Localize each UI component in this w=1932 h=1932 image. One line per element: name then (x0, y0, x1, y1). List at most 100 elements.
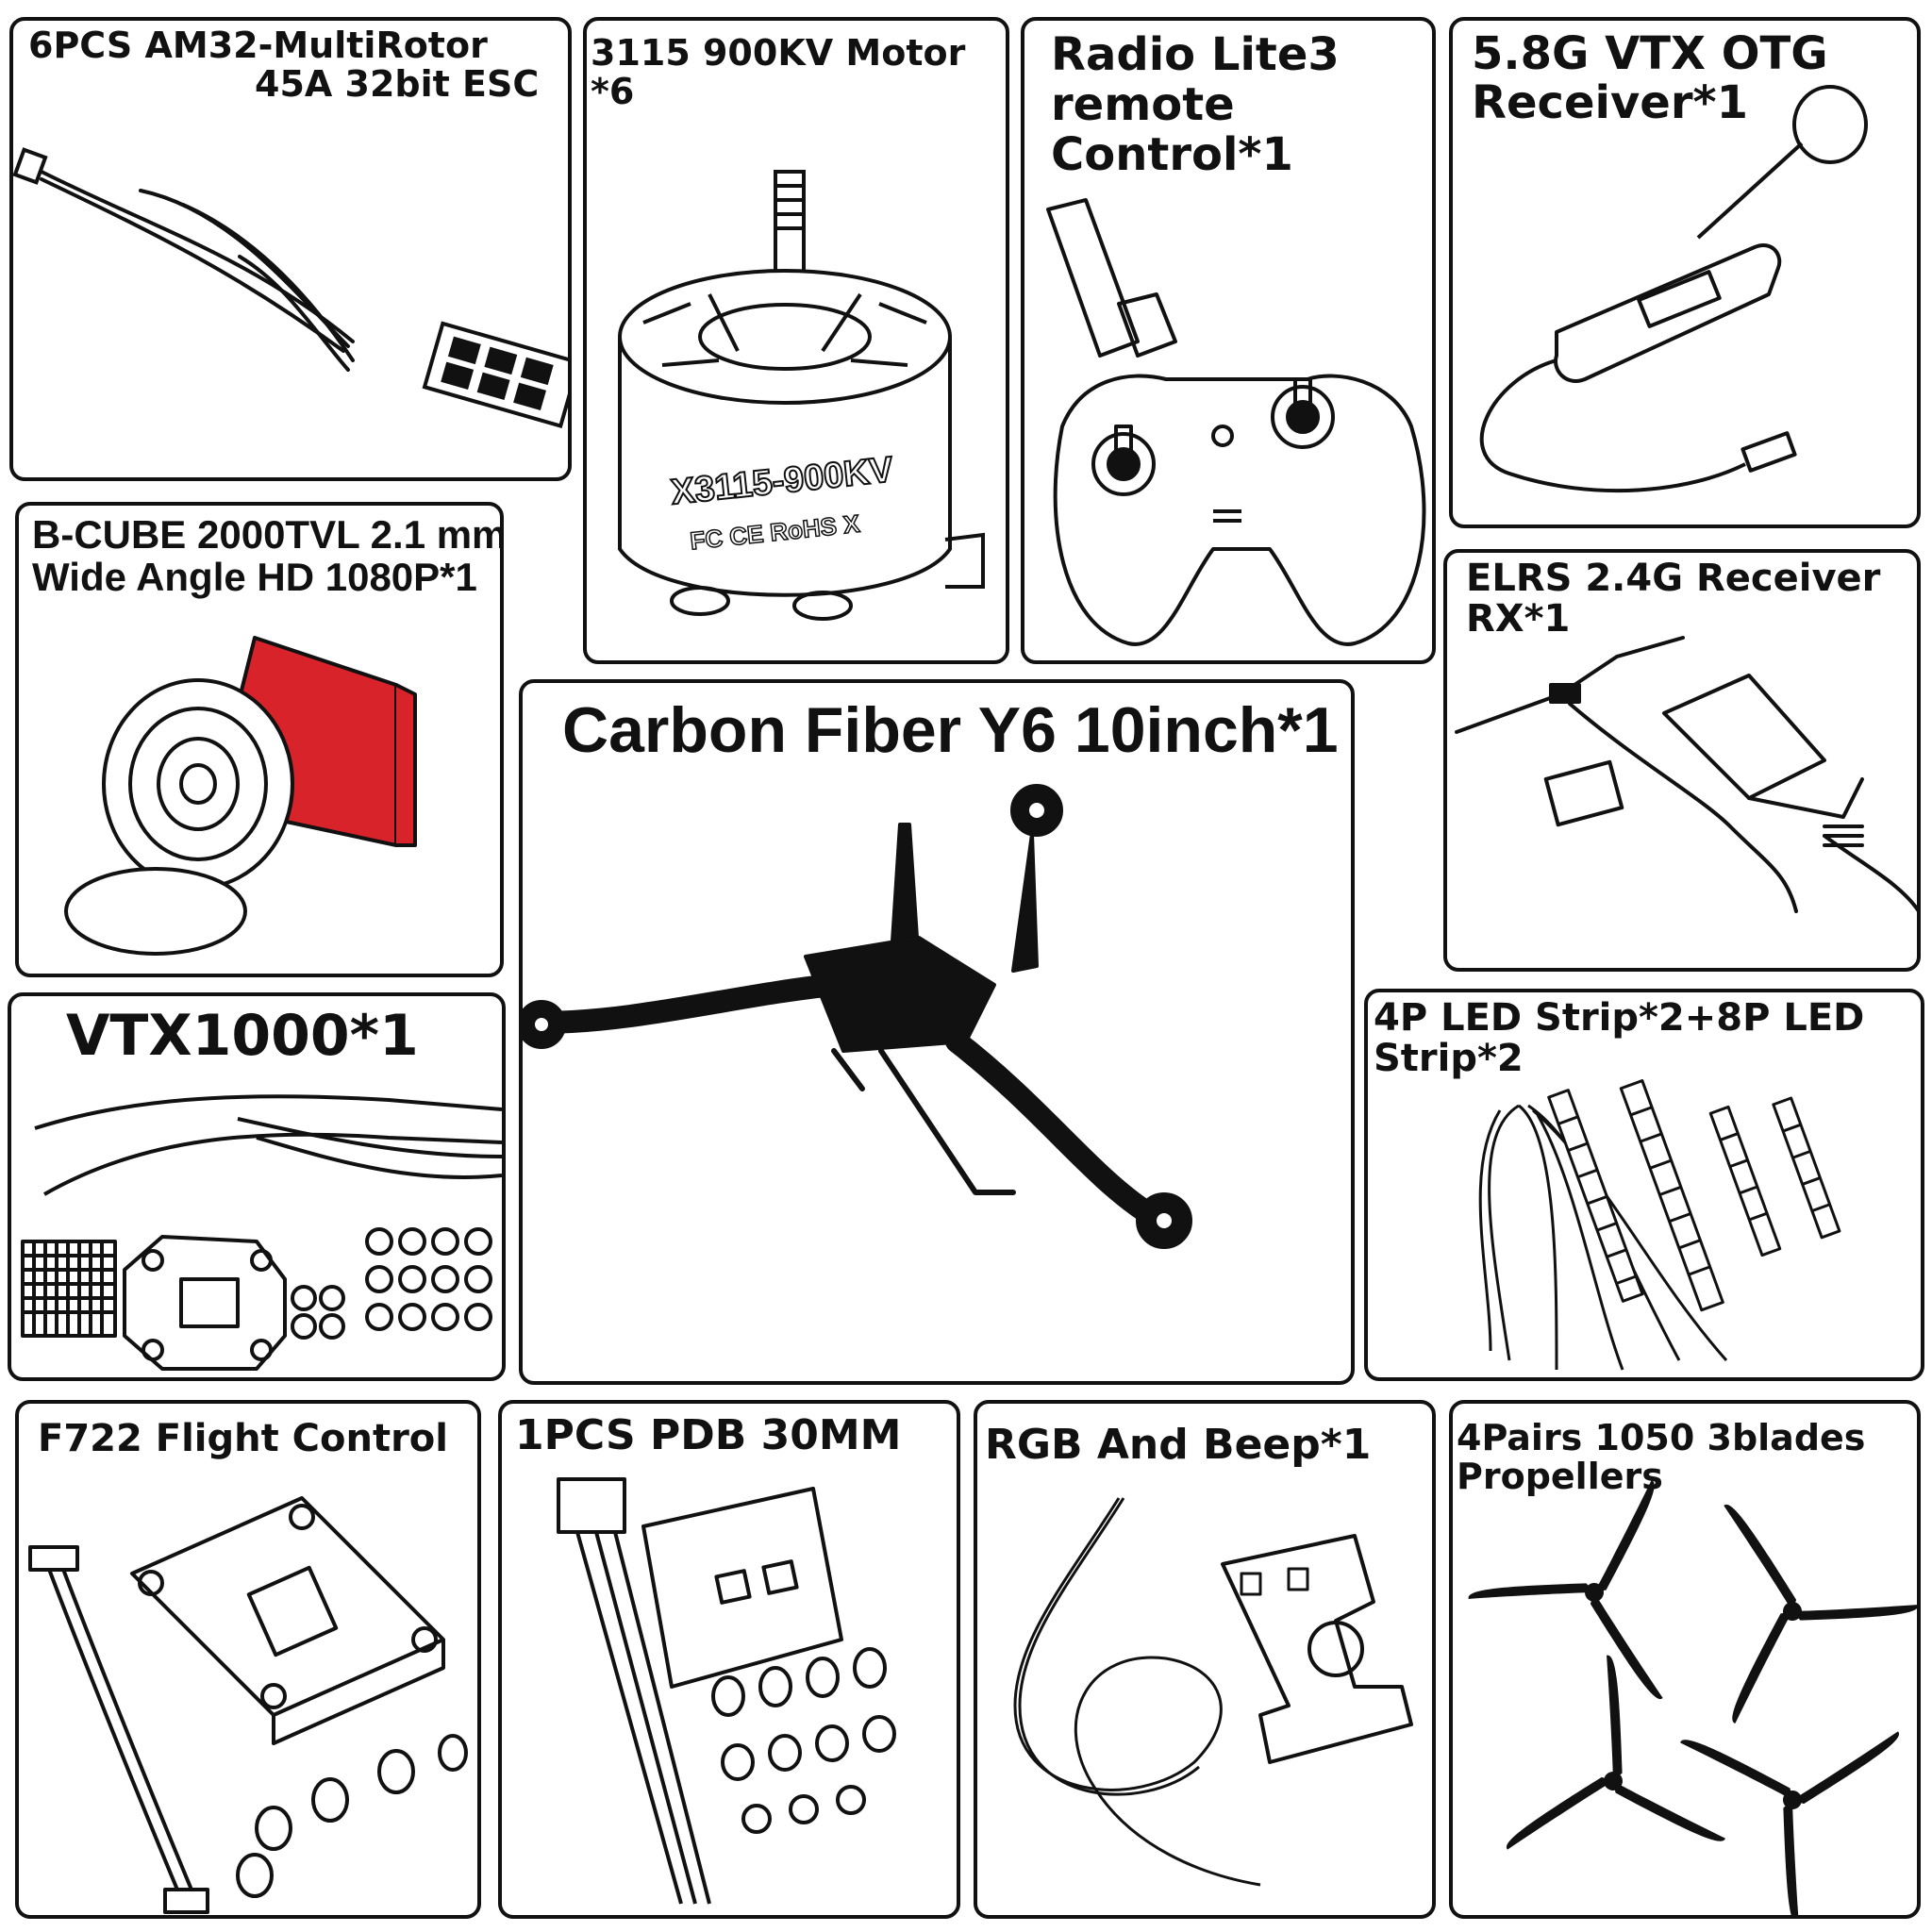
elrs-title-line1: ELRS 2.4G Receiver (1466, 557, 1881, 600)
right-stick (1273, 387, 1333, 447)
elrs-title-line2: RX*1 (1466, 597, 1571, 641)
otg-receiver-body (1556, 245, 1779, 381)
propeller-3 (1489, 1641, 1754, 1888)
props-illustration (1454, 1426, 1917, 1915)
panel-elrs: ELRS 2.4G Receiver RX*1 (1443, 549, 1921, 972)
panel-pdb-title: 1PCS PDB 30MM (515, 1413, 901, 1458)
panel-radio-title: Radio Lite3 remote Control*1 (1051, 30, 1340, 179)
panel-camera-title: B-CUBE 2000TVL 2.1 mm Wide Angle HD 1080… (32, 512, 504, 600)
rgb-illustration (977, 1404, 1436, 1919)
elrs-illustration (1447, 553, 1921, 972)
elrs-rx-module (1664, 675, 1824, 798)
props-title-line1: 4Pairs 1050 3blades (1457, 1417, 1866, 1458)
vtx-otg-title-line2: Receiver*1 (1472, 75, 1748, 129)
pdb-board (643, 1489, 841, 1687)
fc-chip (249, 1568, 336, 1655)
motor-label-top: X3115-900KV (669, 450, 895, 513)
antenna-head (1794, 87, 1866, 162)
esc-connector (15, 150, 45, 183)
esc-wire-2 (42, 179, 343, 351)
frame-illustration (523, 683, 1355, 1385)
panel-vtx-otg: 5.8G VTX OTG Receiver*1 (1449, 17, 1921, 528)
camera-title-line1: B-CUBE 2000TVL 2.1 mm (32, 512, 504, 557)
led-title-line2: Strip*2 (1374, 1037, 1524, 1081)
otg-cable (1482, 360, 1745, 491)
fc-illustration (19, 1404, 481, 1919)
led-strip-3 (1710, 1107, 1780, 1255)
vtx-otg-title-line1: 5.8G VTX OTG (1472, 27, 1828, 80)
panel-frame: Carbon Fiber Y6 10inch*1 (519, 679, 1355, 1385)
vtx1000-illustration (11, 996, 506, 1381)
led-title-line1: 4P LED Strip*2+8P LED (1374, 996, 1865, 1040)
esc-wire-5 (240, 257, 348, 370)
left-stick (1093, 434, 1154, 494)
propeller-2 (1646, 1454, 1917, 1730)
frame-arm-left (541, 985, 834, 1023)
radio-title-line1: Radio Lite3 (1051, 28, 1340, 81)
led-strip-1 (1549, 1091, 1642, 1302)
panel-props-title: 4Pairs 1050 3blades Propellers (1457, 1417, 1866, 1498)
rgb-title-line1: RGB And Beep*1 (985, 1421, 1372, 1469)
fc-spacers (238, 1736, 466, 1896)
panel-vtx-otg-title: 5.8G VTX OTG Receiver*1 (1472, 27, 1828, 129)
elrs-rx-board (1546, 762, 1623, 824)
motor-mount (945, 535, 983, 587)
panel-frame-title: Carbon Fiber Y6 10inch*1 (562, 694, 1339, 766)
pdb-wire (577, 1532, 709, 1904)
panel-motor-title: 3115 900KV Motor *6 (591, 32, 966, 113)
fc-board (132, 1498, 443, 1715)
vtx-board (125, 1237, 285, 1369)
frame-center-body (806, 938, 994, 1051)
pdb-connector (558, 1479, 625, 1532)
esc-title-line1: 6PCS AM32-MultiRotor (28, 25, 488, 66)
panel-led: 4P LED Strip*2+8P LED Strip*2 (1364, 989, 1924, 1381)
elrs-antenna (1457, 638, 1683, 732)
led-strip-4 (1774, 1098, 1840, 1238)
fc-cable (47, 1564, 179, 1894)
pdb-title-line1: 1PCS PDB 30MM (515, 1411, 902, 1459)
motor-top (620, 271, 950, 403)
radio-title-line2: remote (1051, 77, 1235, 131)
phone-holder (1048, 200, 1138, 356)
panel-rgb-title: RGB And Beep*1 (985, 1423, 1371, 1468)
motor-illustration: X3115-900KV FC CE RoHS X (587, 21, 1009, 664)
panel-motor: 3115 900KV Motor *6 X3115-900KV FC CE Ro… (583, 17, 1009, 664)
esc-wire-4 (183, 205, 353, 360)
pdb-standoffs (713, 1649, 894, 1832)
frame-landing-gear (881, 1051, 1013, 1192)
frame-title-line1: Carbon Fiber Y6 10inch*1 (562, 694, 1339, 766)
panel-esc: 6PCS AM32-MultiRotor 45A 32bit ESC (9, 17, 572, 481)
camera-title-line2: Wide Angle HD 1080P*1 (32, 555, 477, 600)
center-button (1213, 426, 1232, 445)
led-strip-2 (1621, 1081, 1723, 1310)
rgb-wire-loop (1015, 1498, 1260, 1885)
vtx-wire-1 (35, 1096, 502, 1128)
panel-fc-title: F722 Flight Control (38, 1417, 448, 1460)
antenna-stem (1698, 143, 1802, 238)
propeller-4 (1674, 1654, 1917, 1915)
panel-esc-title: 6PCS AM32-MultiRotor 45A 32bit ESC (28, 25, 539, 104)
panel-props: 4Pairs 1050 3blades Propellers (1449, 1400, 1921, 1919)
panel-vtx1000: VTX1000*1 (8, 992, 506, 1381)
pdb-illustration (502, 1404, 960, 1919)
motor-title-line2: *6 (591, 71, 635, 113)
panel-pdb: 1PCS PDB 30MM (498, 1400, 960, 1919)
motor-title-line1: 3115 900KV Motor (591, 32, 966, 74)
motor-bell-side (620, 337, 950, 595)
led-wires (1490, 1106, 1726, 1370)
rgb-board (1223, 1536, 1411, 1762)
radio-illustration (1024, 21, 1436, 664)
panel-vtx1000-title: VTX1000*1 (66, 1006, 419, 1067)
props-title-line2: Propellers (1457, 1456, 1663, 1498)
vtx-otg-illustration (1453, 21, 1921, 528)
beeper (1309, 1623, 1362, 1675)
camera-illustration (19, 506, 504, 977)
panel-rgb: RGB And Beep*1 (974, 1400, 1436, 1919)
fc-title-line1: F722 Flight Control (38, 1417, 448, 1460)
vtx-wire-2 (44, 1135, 502, 1194)
elrs-antenna-lead (1570, 704, 1796, 911)
panel-elrs-title: ELRS 2.4G Receiver RX*1 (1466, 558, 1880, 640)
led-illustration (1368, 992, 1924, 1381)
vtx1000-title-line1: VTX1000*1 (66, 1003, 419, 1069)
esc-board (425, 324, 568, 426)
